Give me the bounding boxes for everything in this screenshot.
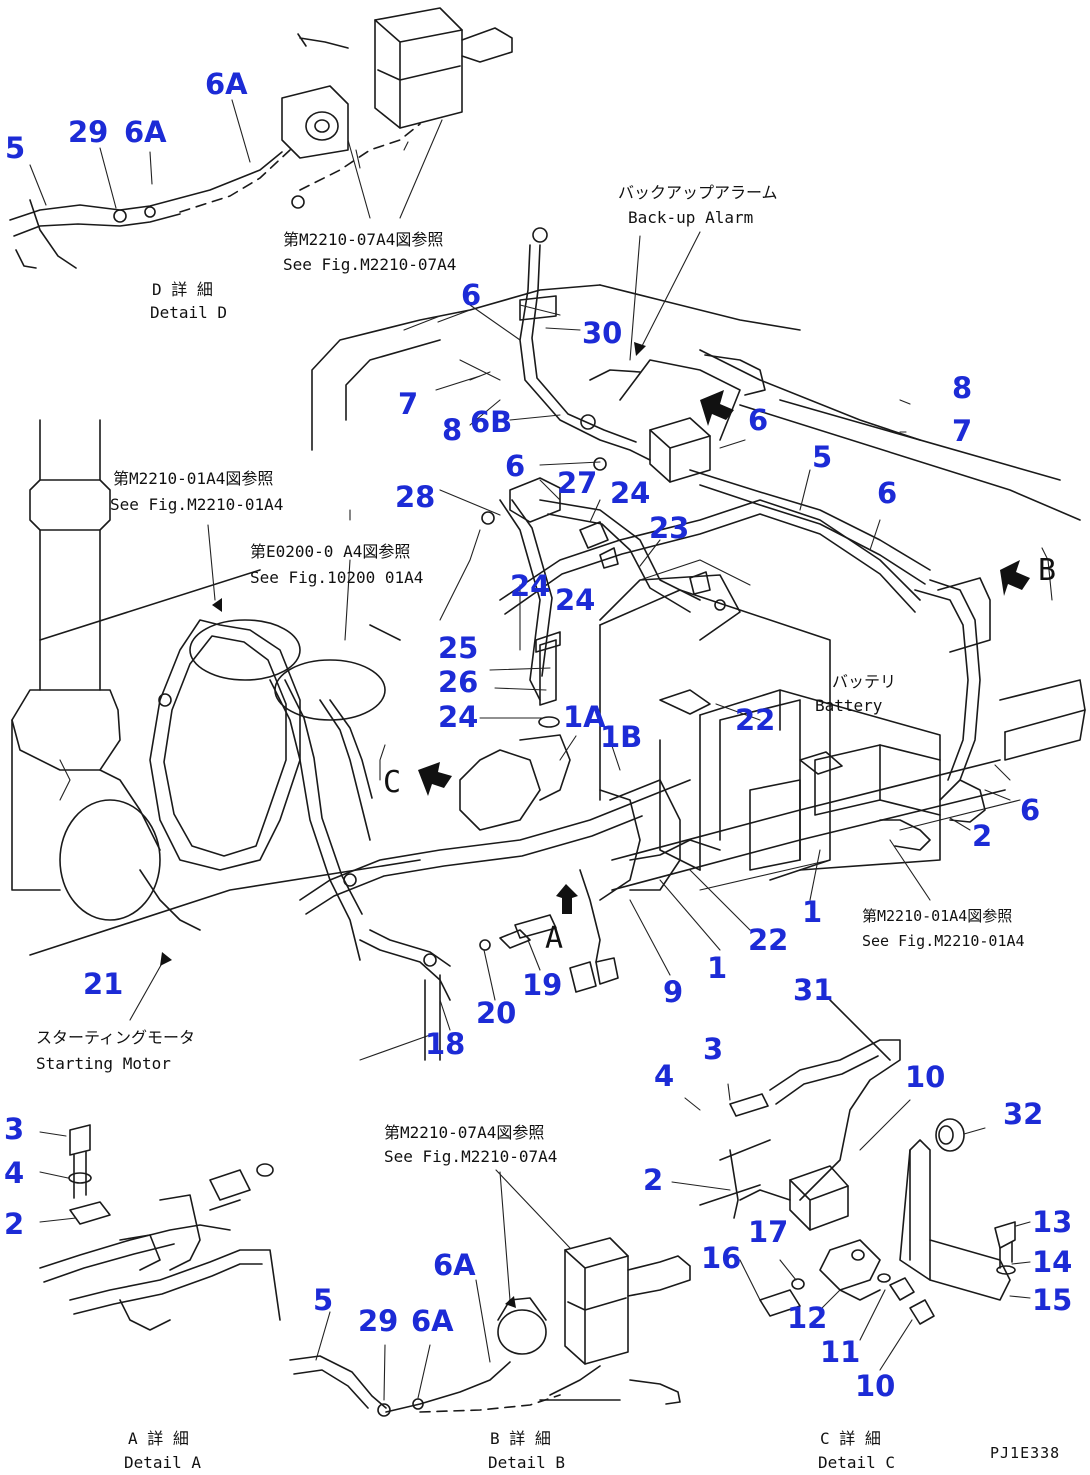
callout-layer: 5 29 6A 6A 6 30 7 8 6B 6 27 28 24 23 24 … — [4, 67, 1072, 1403]
detail-c-drawing — [671, 999, 1031, 1371]
callout-10: 10 — [905, 1060, 945, 1094]
detail-b-label-en: Detail B — [488, 1453, 565, 1472]
callout-29: 29 — [358, 1304, 398, 1338]
callout-20: 20 — [476, 996, 516, 1030]
callout-2: 2 — [4, 1207, 24, 1241]
detail-a-label-jp: A 詳 細 — [128, 1429, 189, 1448]
callout-2: 2 — [972, 819, 992, 853]
callout-6b: 6B — [470, 405, 512, 439]
callout-10: 10 — [855, 1369, 895, 1403]
reference-note-m2210-01a4-right-jp: 第M2210-01A4図参照 — [862, 907, 1012, 925]
callout-32: 32 — [1003, 1097, 1043, 1131]
callout-6a: 6A — [124, 115, 167, 149]
callout-24: 24 — [555, 583, 595, 617]
callout-1a: 1A — [563, 700, 606, 734]
callout-26: 26 — [438, 665, 478, 699]
callout-6a: 6A — [205, 67, 248, 101]
callout-24: 24 — [438, 700, 478, 734]
callout-6: 6 — [461, 278, 481, 312]
callout-5: 5 — [5, 131, 25, 165]
detail-a-label-en: Detail A — [124, 1453, 201, 1472]
callout-21: 21 — [83, 967, 123, 1001]
callout-5: 5 — [812, 440, 832, 474]
battery-label-en: Battery — [815, 696, 883, 715]
reference-note-m2210-07a4-en: See Fig.M2210-07A4 — [283, 255, 456, 274]
callout-7: 7 — [952, 414, 972, 448]
reference-note-m2210-01a4-right-en: See Fig.M2210-01A4 — [862, 932, 1025, 950]
starting-motor-label-jp: スターティングモータ — [36, 1028, 195, 1047]
detail-c-label-jp: C 詳 細 — [820, 1429, 881, 1448]
callout-3: 3 — [703, 1032, 723, 1066]
reference-note-e0200-en: See Fig.10200 01A4 — [250, 568, 423, 587]
callout-6: 6 — [1020, 793, 1040, 827]
callout-11: 11 — [820, 1335, 860, 1369]
callout-15: 15 — [1032, 1283, 1072, 1317]
reference-note-m2210-01a4-left-en: See Fig.M2210-01A4 — [110, 495, 283, 514]
detail-a-drawing — [39, 1124, 281, 1331]
starting-motor-label-en: Starting Motor — [36, 1054, 171, 1073]
callout-3: 3 — [4, 1112, 24, 1146]
callout-17: 17 — [748, 1215, 788, 1249]
callout-29: 29 — [68, 115, 108, 149]
view-b-marker: B — [1038, 553, 1056, 588]
callout-6: 6 — [877, 476, 897, 510]
callout-6: 6 — [748, 403, 768, 437]
callout-2: 2 — [643, 1163, 663, 1197]
callout-12: 12 — [787, 1301, 827, 1335]
callout-31: 31 — [793, 973, 833, 1007]
callout-14: 14 — [1032, 1245, 1072, 1279]
callout-6a: 6A — [433, 1248, 476, 1282]
document-id: PJ1E338 — [990, 1444, 1060, 1462]
callout-30: 30 — [582, 316, 622, 350]
view-a-marker: A — [545, 921, 563, 956]
backup-alarm-label-jp: バックアップアラーム — [618, 183, 778, 202]
detail-c-label-en: Detail C — [818, 1453, 895, 1472]
callout-18: 18 — [425, 1027, 465, 1061]
reference-note-m2210-07a4-bottom-en: See Fig.M2210-07A4 — [384, 1147, 557, 1166]
detail-d-label-en: Detail D — [150, 303, 227, 322]
reference-note-m2210-07a4-bottom-jp: 第M2210-07A4図参照 — [384, 1123, 544, 1142]
callout-6a: 6A — [411, 1304, 454, 1338]
callout-1b: 1B — [600, 720, 642, 754]
reference-note-e0200-jp: 第E0200-0 A4図参照 — [250, 542, 410, 561]
callout-5: 5 — [313, 1283, 333, 1317]
detail-d-label-jp: D 詳 細 — [152, 280, 213, 299]
callout-23: 23 — [649, 511, 689, 545]
callout-7: 7 — [398, 387, 418, 421]
view-c-marker: C — [383, 765, 401, 800]
battery-label-jp: バッテリ — [832, 672, 896, 691]
callout-24: 24 — [510, 569, 550, 603]
callout-22: 22 — [735, 703, 775, 737]
annotation-layer: 第M2210-07A4図参照 See Fig.M2210-07A4 D 詳 細 … — [36, 183, 1060, 1472]
callout-8: 8 — [442, 413, 462, 447]
reference-note-m2210-07a4-jp: 第M2210-07A4図参照 — [283, 230, 443, 249]
backup-alarm-label-en: Back-up Alarm — [628, 208, 753, 227]
callout-9: 9 — [663, 975, 683, 1009]
callout-4: 4 — [4, 1156, 24, 1190]
callout-1: 1 — [802, 895, 822, 929]
callout-4: 4 — [654, 1059, 674, 1093]
detail-b-drawing — [289, 1169, 691, 1417]
detail-d-drawing — [9, 7, 513, 269]
callout-6: 6 — [505, 449, 525, 483]
callout-19: 19 — [522, 968, 562, 1002]
callout-27: 27 — [557, 466, 597, 500]
callout-16: 16 — [701, 1241, 741, 1275]
callout-13: 13 — [1032, 1205, 1072, 1239]
callout-25: 25 — [438, 631, 478, 665]
callout-8: 8 — [952, 371, 972, 405]
callout-28: 28 — [395, 480, 435, 514]
detail-b-label-jp: B 詳 細 — [490, 1429, 551, 1448]
callout-24: 24 — [610, 476, 650, 510]
reference-note-m2210-01a4-left-jp: 第M2210-01A4図参照 — [113, 469, 273, 488]
main-assembly-drawing — [11, 227, 1086, 1061]
callout-1: 1 — [707, 951, 727, 985]
callout-22: 22 — [748, 923, 788, 957]
